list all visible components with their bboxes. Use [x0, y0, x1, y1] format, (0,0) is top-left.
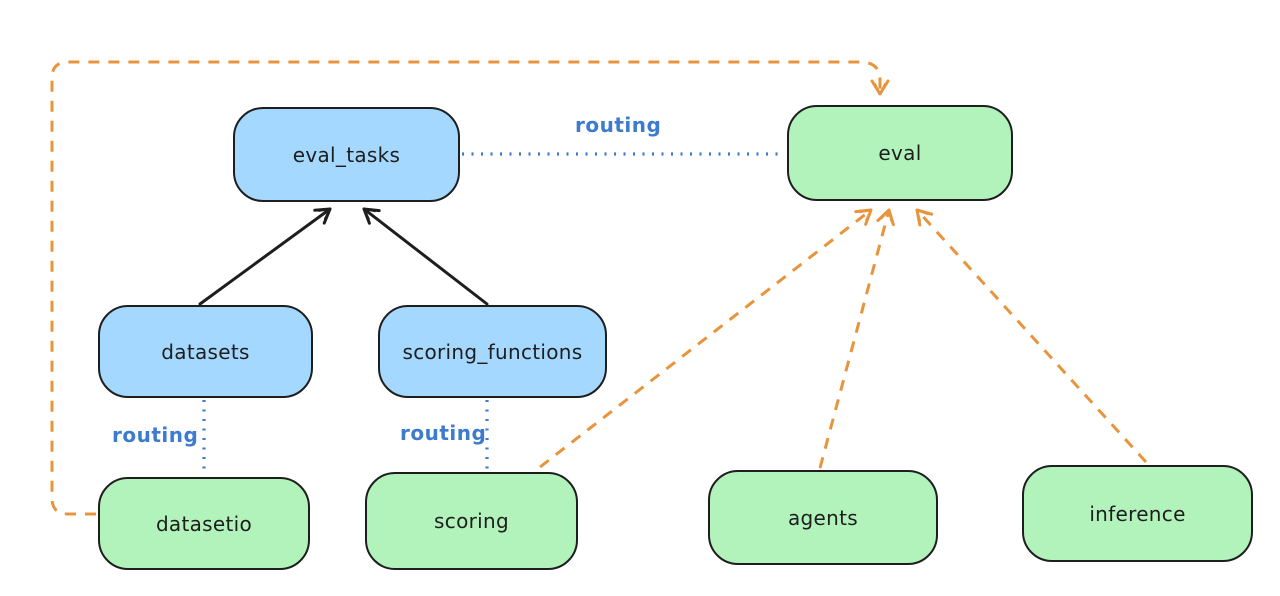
node-eval: eval [787, 105, 1013, 201]
node-scoring-functions-label: scoring_functions [402, 339, 583, 364]
node-scoring-functions: scoring_functions [378, 305, 607, 398]
node-agents-label: agents [788, 505, 858, 530]
node-datasetio-label: datasetio [155, 511, 253, 536]
node-datasetio: datasetio [98, 477, 310, 570]
node-inference: inference [1022, 465, 1253, 562]
node-datasets-label: datasets [161, 339, 250, 364]
edge-label-routing-eval-tasks-eval: routing [575, 113, 662, 137]
edge-label-routing-datasets-datasetio: routing [112, 423, 199, 447]
edge-datasets-to-eval-tasks [198, 207, 332, 306]
edge-scoring-functions-to-eval-tasks [362, 207, 489, 306]
node-eval-tasks-label: eval_tasks [292, 142, 401, 167]
edge-agents-to-eval [818, 208, 895, 469]
edge-datasetio-to-eval [50, 60, 890, 516]
node-datasets: datasets [98, 305, 313, 398]
edge-label-routing-scoring-functions-scoring: routing [400, 421, 487, 445]
edge-inference-to-eval [915, 208, 1148, 464]
node-inference-label: inference [1089, 501, 1186, 526]
node-eval-label: eval [878, 141, 922, 165]
node-scoring-label: scoring [434, 509, 509, 533]
node-eval-tasks: eval_tasks [233, 107, 460, 202]
node-agents: agents [708, 470, 938, 565]
edge-scoring-to-eval [539, 208, 873, 469]
node-scoring: scoring [365, 472, 578, 570]
